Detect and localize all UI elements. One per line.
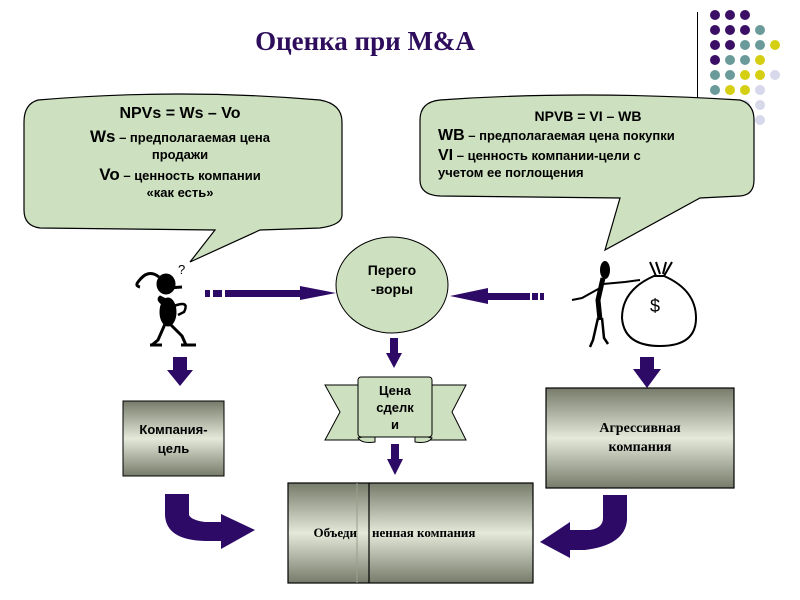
- buyer-wb-definition: WB – предполагаемая цена покупки: [438, 127, 675, 144]
- arrow-buyer-down: [633, 357, 661, 388]
- curved-arrow-target-to-merged: [165, 494, 255, 549]
- decor-dot: [755, 55, 765, 65]
- aggressor-company-line2: компания: [608, 440, 672, 455]
- deal-price-line1: Цена: [379, 383, 411, 398]
- arrow-seller-to-negotiations: [205, 286, 336, 300]
- page-title: Оценка при M&A: [255, 26, 475, 56]
- decor-dot: [725, 10, 735, 20]
- merged-company-label-left: Объеди: [313, 525, 357, 540]
- decor-dot: [710, 25, 720, 35]
- negotiations-label-line2: -воры: [370, 281, 414, 297]
- aggressor-company-label: Агрессивная компания: [546, 388, 734, 488]
- decor-dot: [740, 25, 750, 35]
- buyer-formula: NPVB = VI – WB: [534, 108, 642, 124]
- deal-price-line3: и: [391, 417, 399, 432]
- arrow-buyer-to-negotiations: [450, 288, 544, 304]
- merged-company-label-right: ненная компания: [372, 525, 476, 540]
- decor-dot: [740, 85, 750, 95]
- decor-dot: [725, 25, 735, 35]
- target-company-box: [122, 400, 225, 477]
- decor-dot: [740, 70, 750, 80]
- decor-divider: [697, 12, 698, 130]
- dollar-sign-icon: $: [650, 296, 660, 316]
- arrow-negotiations-down: [386, 338, 402, 368]
- decor-dot: [710, 55, 720, 65]
- decor-dot: [725, 40, 735, 50]
- decor-dot: [755, 70, 765, 80]
- decor-dot: [740, 10, 750, 20]
- merged-company-box: [287, 482, 534, 584]
- deal-price-line2: сделк: [376, 400, 414, 415]
- seller-vo-definition: Vo – ценность компании: [99, 165, 261, 184]
- decor-dot: [725, 85, 735, 95]
- negotiations-label: Перего -воры: [340, 255, 444, 305]
- decor-dot: [710, 85, 720, 95]
- target-company-label: Компания- цель: [123, 401, 224, 476]
- buyer-speech-bubble: [419, 94, 755, 252]
- negotiations-label-line1: Перего: [367, 262, 417, 278]
- decor-dot: [725, 55, 735, 65]
- aggressor-company-line1: Агрессивная: [599, 421, 681, 436]
- decor-dot: [725, 70, 735, 80]
- decor-dot: [770, 70, 780, 80]
- arrow-seller-down: [167, 357, 193, 386]
- deal-price-banner: [324, 376, 467, 443]
- decor-dot: [755, 100, 765, 110]
- seller-ws-definition-cont: продажи: [151, 147, 209, 162]
- person-with-money-bag-icon: $: [571, 261, 698, 348]
- target-company-line1: Компания-: [139, 421, 208, 437]
- seller-bubble-text: NPVs = Ws – Vo Ws – предполагаемая цена …: [60, 105, 300, 200]
- decor-dot: [710, 10, 720, 20]
- buyer-bubble-text: NPVB = VI – WB WB – предполагаемая цена …: [438, 108, 738, 180]
- decor-dot: [740, 40, 750, 50]
- svg-text:?: ?: [178, 262, 185, 277]
- decor-dot: [755, 115, 765, 125]
- aggressor-company-box: [545, 387, 735, 489]
- decor-dot: [755, 25, 765, 35]
- confused-person-icon: ?: [135, 262, 196, 347]
- decor-dot: [710, 70, 720, 80]
- decor-dot: [770, 40, 780, 50]
- seller-formula: NPVs = Ws – Vo: [119, 105, 241, 122]
- arrow-price-down: [387, 444, 403, 475]
- decor-dot: [755, 85, 765, 95]
- decor-dot: [710, 40, 720, 50]
- seller-ws-definition: Ws – предполагаемая цена: [89, 127, 271, 146]
- seller-speech-bubble: [23, 93, 343, 263]
- negotiations-node: [335, 236, 449, 334]
- decor-dot: [755, 40, 765, 50]
- buyer-vi-definition: VI – ценность компании-цели с: [438, 147, 641, 164]
- buyer-vi-definition-cont: учетом ее поглощения: [438, 165, 584, 180]
- target-company-line2: цель: [157, 440, 190, 456]
- deal-price-label: Цена сделк и: [358, 380, 432, 435]
- curved-arrow-aggressor-to-merged: [540, 495, 627, 558]
- seller-vo-definition-cont: «как есть»: [146, 185, 214, 200]
- decor-dot: [740, 55, 750, 65]
